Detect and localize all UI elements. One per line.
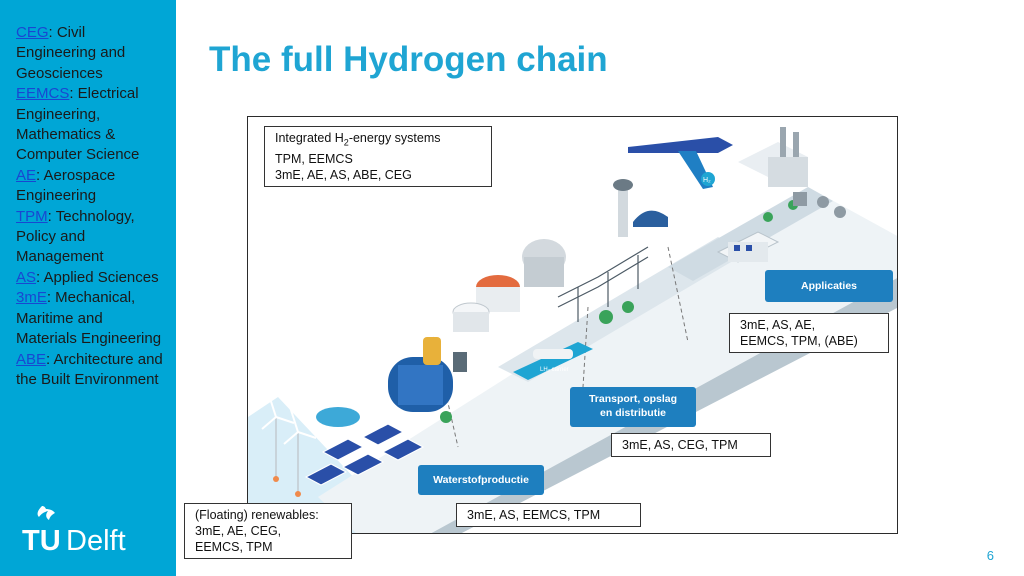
wind-turbine-icon — [261, 391, 317, 497]
callout-line: (Floating) renewables: — [195, 508, 319, 522]
callout-line: 3mE, AS, AE, — [740, 318, 816, 332]
houses-icon — [716, 231, 780, 263]
transport-pill: Transport, opslag en distributie — [570, 387, 696, 427]
subscript-2: 2 — [343, 137, 349, 148]
callout-line: 3mE, AE, CEG, — [195, 524, 282, 538]
legend-item: EEMCS: Electrical Engineering, Mathemati… — [16, 84, 166, 166]
legend-item: TPM: Technology, Policy and Management — [16, 207, 166, 268]
callout-renewables: (Floating) renewables: 3mE, AE, CEG, EEM… — [184, 503, 352, 559]
callout-applications: 3mE, AS, AE, EEMCS, TPM, (ABE) — [729, 313, 889, 353]
legend-item: 3mE: Mechanical, Maritime and Materials … — [16, 288, 166, 349]
legend-item: ABE: Architecture and the Built Environm… — [16, 350, 166, 391]
legend-desc: : Civil Engineering and Geosciences — [16, 24, 126, 82]
callout-production: 3mE, AS, EEMCS, TPM — [456, 503, 641, 527]
transport-pill-line2: en distributie — [600, 407, 666, 419]
lh2-carrier-ship-icon: LH₂ carrier — [513, 342, 593, 380]
legend-abbr-link[interactable]: CEG — [16, 24, 49, 41]
logo-delft-text: Delft — [66, 525, 126, 554]
callout-transport: 3mE, AS, CEG, TPM — [611, 433, 771, 457]
slide-title: The full Hydrogen chain — [209, 40, 608, 79]
callout-text: -energy systems — [348, 131, 441, 145]
solar-panels-icon — [304, 423, 425, 486]
factory-icon — [738, 127, 808, 187]
callout-line: 3mE, AS, EEMCS, TPM — [467, 508, 601, 522]
faculty-legend: CEG: Civil Engineering and Geosciences E… — [16, 23, 166, 390]
h2-tag: H₂ — [703, 177, 711, 184]
legend-item: AE: Aerospace Engineering — [16, 166, 166, 207]
callout-line: Integrated H2-energy systems — [275, 130, 481, 151]
callout-line: TPM, EEMCS — [275, 151, 353, 166]
callout-integrated-systems: Integrated H2-energy systems TPM, EEMCS … — [264, 126, 492, 187]
tree-icon — [440, 200, 798, 423]
zone-separator — [582, 306, 589, 388]
storage-tanks-icon — [452, 239, 566, 332]
airplane-icon: H₂ — [628, 137, 733, 189]
runway — [668, 187, 833, 281]
callout-line: EEMCS, TPM, (ABE) — [740, 334, 858, 348]
platform — [318, 187, 897, 533]
legend-desc: : Aerospace Engineering — [16, 166, 116, 205]
callout-text: Integrated H — [275, 131, 344, 145]
legend-abbr-link[interactable]: TPM — [16, 207, 48, 225]
legend-abbr-link[interactable]: ABE — [16, 350, 47, 368]
flame-icon — [37, 506, 55, 520]
legend-abbr-link[interactable]: AS — [16, 268, 37, 286]
electrolyser-icon — [388, 337, 467, 412]
transport-pill-line1: Transport, opslag — [588, 393, 678, 405]
power-line-icon — [557, 246, 649, 322]
legend-abbr-link[interactable]: 3mE — [16, 289, 47, 307]
ship-label: LH₂ carrier — [540, 367, 569, 373]
tu-delft-logo: TU Delft — [22, 506, 126, 554]
water-basin — [316, 407, 360, 427]
control-tower-icon — [613, 179, 668, 237]
callout-line: EEMCS, TPM — [195, 540, 273, 554]
zone-separator — [667, 246, 689, 343]
legend-item: AS: Applied Sciences — [16, 268, 166, 288]
legend-desc: : Electrical Engineering, Mathematics & … — [16, 85, 140, 164]
callout-line: 3mE, AS, CEG, TPM — [622, 438, 738, 452]
sidebar: CEG: Civil Engineering and Geosciences E… — [0, 0, 176, 576]
legend-desc: : Applied Sciences — [36, 268, 159, 286]
legend-item: CEG: Civil Engineering and Geosciences — [16, 23, 166, 84]
legend-desc: : Architecture and the Built Environment — [16, 350, 163, 388]
logo-tu-text: TU — [22, 525, 61, 554]
machine-parts-icon — [793, 192, 846, 218]
legend-abbr-link[interactable]: AE — [16, 166, 37, 184]
legend-abbr-link[interactable]: EEMCS — [16, 85, 70, 103]
legend-desc: : Technology, Policy and Management — [16, 207, 135, 266]
page-number: 6 — [986, 548, 994, 563]
applicaties-pill: Applicaties — [765, 270, 893, 302]
legend-desc: : Mechanical, Maritime and Materials Eng… — [16, 289, 162, 348]
waterstofproductie-pill: Waterstofproductie — [418, 465, 544, 495]
callout-line: 3mE, AE, AS, ABE, CEG — [275, 167, 412, 182]
